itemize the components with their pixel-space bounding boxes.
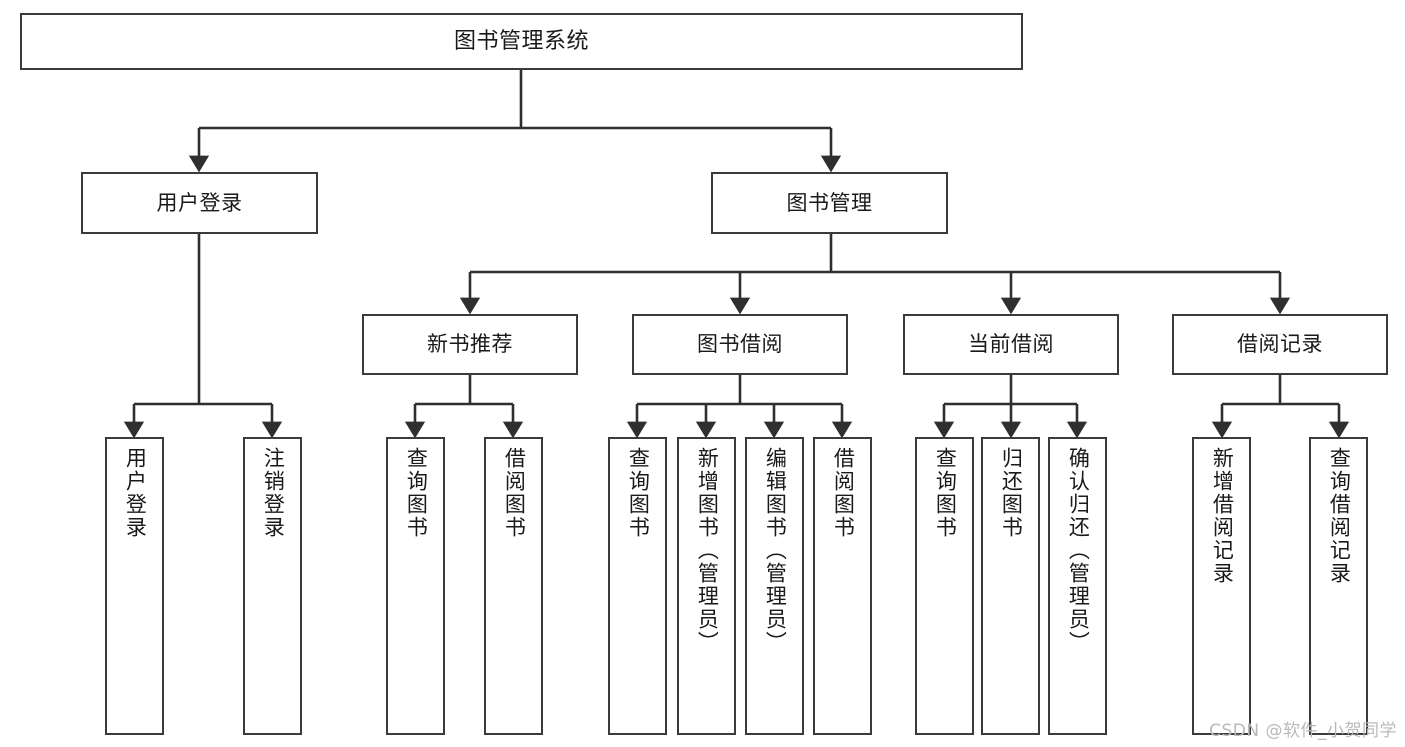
leaf-return-book[interactable]: 归还图书 [981, 437, 1040, 735]
leaf-user-logout[interactable]: 注销登录 [243, 437, 302, 735]
leaf-edit-book-admin[interactable]: 编辑图书（管理员） [745, 437, 804, 735]
node-label: 新书推荐 [427, 332, 513, 357]
node-new-book-recommend[interactable]: 新书推荐 [362, 314, 578, 375]
leaf-query-book-borrow[interactable]: 查询图书 [608, 437, 667, 735]
node-label: 新增图书（管理员） [695, 447, 720, 654]
node-label: 新增借阅记录 [1210, 447, 1235, 585]
node-label: 借阅图书 [502, 447, 527, 539]
node-root-book-management-system[interactable]: 图书管理系统 [20, 13, 1023, 70]
node-book-management[interactable]: 图书管理 [711, 172, 948, 234]
leaf-user-login[interactable]: 用户登录 [105, 437, 164, 735]
leaf-query-borrow-record[interactable]: 查询借阅记录 [1309, 437, 1368, 735]
leaf-borrow-book[interactable]: 借阅图书 [813, 437, 872, 735]
node-label: 归还图书 [999, 447, 1024, 539]
node-label: 查询图书 [933, 447, 958, 539]
node-label: 借阅记录 [1237, 332, 1323, 357]
leaf-add-borrow-record[interactable]: 新增借阅记录 [1192, 437, 1251, 735]
watermark: CSDN @软件_小贺同学 [1209, 721, 1397, 741]
leaf-confirm-return-admin[interactable]: 确认归还（管理员） [1048, 437, 1107, 735]
leaf-borrow-book-recommend[interactable]: 借阅图书 [484, 437, 543, 735]
node-label: 图书借阅 [697, 332, 783, 357]
node-label: 当前借阅 [968, 332, 1054, 357]
node-label: 确认归还（管理员） [1066, 447, 1091, 654]
node-user-login[interactable]: 用户登录 [81, 172, 318, 234]
node-book-borrow[interactable]: 图书借阅 [632, 314, 848, 375]
node-label: 编辑图书（管理员） [763, 447, 788, 654]
leaf-add-book-admin[interactable]: 新增图书（管理员） [677, 437, 736, 735]
node-current-borrow[interactable]: 当前借阅 [903, 314, 1119, 375]
node-label: 查询图书 [404, 447, 429, 539]
node-label: 注销登录 [261, 447, 286, 539]
leaf-query-book-recommend[interactable]: 查询图书 [386, 437, 445, 735]
node-label: 查询图书 [626, 447, 651, 539]
leaf-query-book-current[interactable]: 查询图书 [915, 437, 974, 735]
node-borrow-record[interactable]: 借阅记录 [1172, 314, 1388, 375]
node-label: 用户登录 [156, 190, 243, 215]
node-label: 图书管理 [786, 190, 873, 215]
node-label: 查询借阅记录 [1327, 447, 1352, 585]
node-label: 图书管理系统 [453, 28, 589, 54]
node-label: 借阅图书 [831, 447, 856, 539]
node-label: 用户登录 [123, 447, 148, 539]
